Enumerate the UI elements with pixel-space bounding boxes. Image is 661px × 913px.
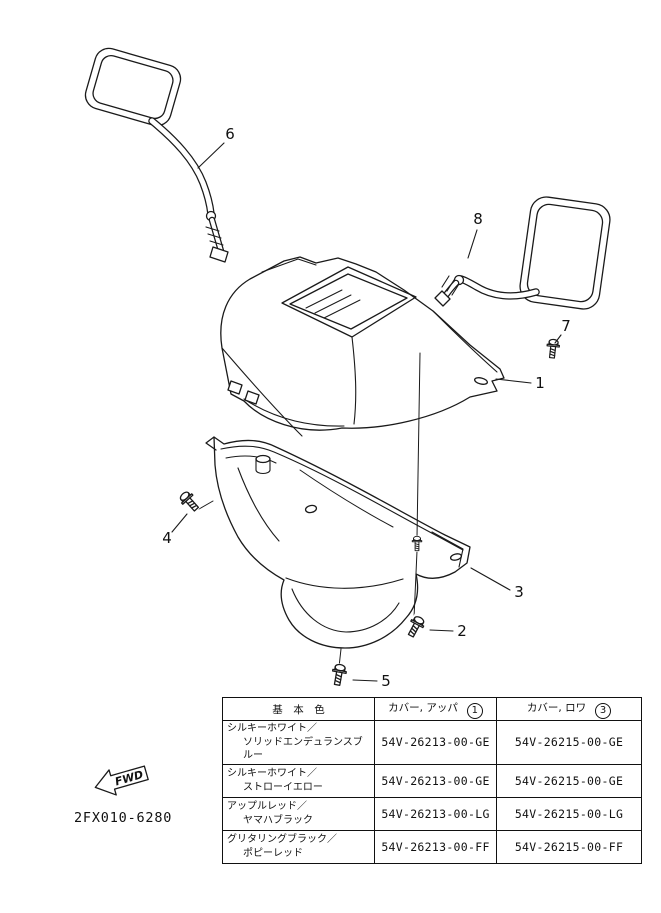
cover-upper <box>220 256 505 437</box>
lower-part-number-cell: 54V-26215-00-GE <box>496 720 642 765</box>
stud-boss <box>411 535 423 553</box>
callout-8: 8 <box>473 210 483 228</box>
table-row: アップルレッド／ ヤマハブラック 54V-26213-00-LG 54V-262… <box>222 796 642 831</box>
callout-4: 4 <box>162 529 172 547</box>
upper-part-number-cell: 54V-26213-00-FF <box>374 829 497 864</box>
screw-part-5 <box>329 661 349 689</box>
callout-leader-lines <box>171 142 562 682</box>
fiche-code: 2FX010-6280 <box>74 810 172 826</box>
bolt-part-7 <box>544 337 561 361</box>
fwd-arrow: FWD <box>94 765 149 796</box>
callout-2: 2 <box>457 622 467 640</box>
table-row: シルキーホワイト／ ソリッドエンデュランスブルー 54V-26213-00-GE… <box>222 720 642 765</box>
callout-6: 6 <box>225 125 235 143</box>
color-line2: ストローイエロー <box>243 781 323 793</box>
cover-lower-header-label: カバー, ロワ <box>526 701 587 714</box>
table-row: グリタリングブラック／ ポピーレッド 54V-26213-00-FF 54V-2… <box>222 829 642 864</box>
assembly-line-vertical <box>198 352 421 668</box>
upper-part-number-cell: 54V-26213-00-GE <box>374 763 497 798</box>
screw-part-4 <box>176 487 204 516</box>
color-line1: シルキーホワイト／ <box>227 723 317 734</box>
mirror-right <box>434 196 611 310</box>
color-line2: ポピーレッド <box>243 847 303 859</box>
cover-lower <box>205 436 471 649</box>
cover-upper-header-label: カバー, アッパ <box>388 701 458 714</box>
callout-7: 7 <box>561 317 571 335</box>
ref-1-circle: 1 <box>466 702 483 719</box>
color-parts-table: 基 本 色 カバー, アッパ 1 カバー, ロワ 3 シルキーホワイト／ ソリッドエ… <box>222 697 642 864</box>
mirror-left <box>84 47 229 263</box>
basic-color-header-cell: 基 本 色 <box>222 697 375 721</box>
color-cell: シルキーホワイト／ ソリッドエンデュランスブルー <box>222 720 375 765</box>
upper-part-number-cell: 54V-26213-00-LG <box>374 796 497 831</box>
callout-1: 1 <box>535 374 545 392</box>
ref-3-circle: 3 <box>595 702 612 719</box>
lower-part-number-cell: 54V-26215-00-GE <box>496 763 642 798</box>
upper-part-number-cell: 54V-26213-00-GE <box>374 720 497 765</box>
color-cell: シルキーホワイト／ ストローイエロー <box>222 763 375 798</box>
color-cell: アップルレッド／ ヤマハブラック <box>222 796 375 831</box>
cover-upper-header-cell: カバー, アッパ 1 <box>374 697 497 721</box>
color-cell: グリタリングブラック／ ポピーレッド <box>222 829 375 864</box>
table-header-row: 基 本 色 カバー, アッパ 1 カバー, ロワ 3 <box>222 697 642 721</box>
lower-part-number-cell: 54V-26215-00-FF <box>496 829 642 864</box>
callout-3: 3 <box>514 583 524 601</box>
table-row: シルキーホワイト／ ストローイエロー 54V-26213-00-GE 54V-2… <box>222 763 642 798</box>
color-line2: ソリッドエンデュランスブルー <box>243 736 363 762</box>
callout-5: 5 <box>381 672 391 690</box>
screw-part-2 <box>403 612 428 641</box>
basic-color-header-label: 基 本 色 <box>272 703 325 716</box>
color-line1: シルキーホワイト／ <box>227 768 317 779</box>
color-line1: グリタリングブラック／ <box>227 834 337 845</box>
color-line2: ヤマハブラック <box>243 814 313 826</box>
color-line1: アップルレッド／ <box>227 801 307 812</box>
cover-lower-header-cell: カバー, ロワ 3 <box>496 697 642 721</box>
lower-part-number-cell: 54V-26215-00-LG <box>496 796 642 831</box>
